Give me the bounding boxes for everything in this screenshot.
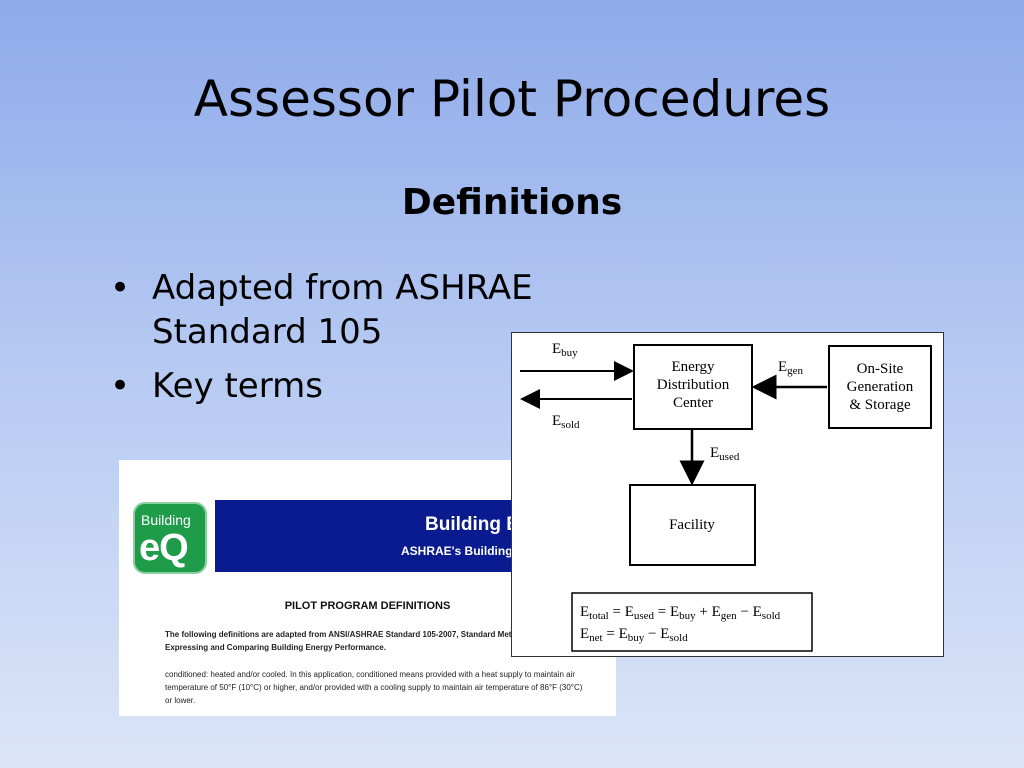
equation-box: [571, 592, 813, 652]
eused-label: Eused: [710, 445, 740, 463]
bullet-item: • Adapted from ASHRAE Standard 105: [110, 266, 550, 354]
egen-label: Egen: [778, 359, 804, 377]
esold-label: Esold: [552, 413, 580, 431]
building-eq-logo: Building eQ: [133, 502, 207, 574]
ebuy-label: Ebuy: [552, 341, 578, 359]
document-paragraph-conditioned: conditioned: heated and/or cooled. In th…: [165, 670, 583, 705]
bullet-text: Key terms: [152, 366, 323, 406]
bullet-icon: •: [110, 366, 131, 406]
document-heading: PILOT PROGRAM DEFINITIONS: [284, 600, 451, 612]
energy-flow-svg: Energy Distribution Center On-Site Gener…: [520, 341, 932, 652]
equation-net: Enet = Ebuy − Esold: [580, 626, 688, 644]
distribution-center-label-2: Distribution: [657, 377, 730, 393]
logo-text-main: eQ: [139, 527, 189, 569]
document-paragraph-intro: The following definitions are adapted fr…: [165, 630, 564, 652]
equation-total: Etotal = Eused = Ebuy + Egen − Esold: [580, 604, 781, 622]
bullet-icon: •: [110, 268, 131, 308]
energy-flow-diagram: Energy Distribution Center On-Site Gener…: [511, 332, 944, 657]
distribution-center-box: [633, 344, 753, 430]
facility-box: [629, 484, 756, 566]
onsite-label-2: Generation: [847, 379, 914, 395]
slide-title: Assessor Pilot Procedures: [193, 70, 831, 128]
onsite-label-1: On-Site: [857, 361, 904, 377]
facility-label: Facility: [669, 517, 715, 533]
onsite-generation-box: [828, 345, 932, 429]
bullet-text: Adapted from ASHRAE Standard 105: [152, 268, 533, 352]
distribution-center-label-3: Center: [673, 395, 713, 411]
onsite-label-3: & Storage: [849, 397, 911, 413]
bullet-item: • Key terms: [110, 364, 550, 408]
slide-subtitle: Definitions: [401, 182, 623, 223]
bullet-list: • Adapted from ASHRAE Standard 105 • Key t…: [110, 266, 550, 418]
distribution-center-label-1: Energy: [671, 359, 715, 375]
logo-text-top: Building: [141, 512, 191, 528]
